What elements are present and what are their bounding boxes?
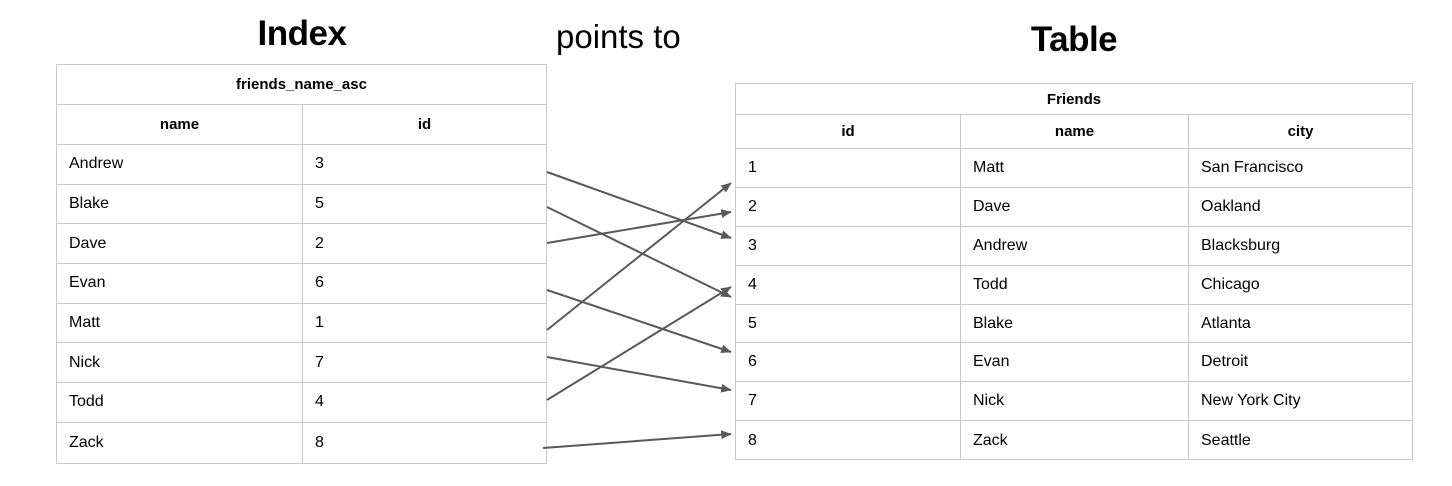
index-table-row: Andrew 3 (57, 145, 546, 185)
index-cell-id: 7 (315, 353, 324, 371)
pointer-arrow-zack (542, 430, 732, 449)
friends-cell-name: Dave (961, 187, 1189, 226)
friends-cell-city: New York City (1201, 392, 1301, 410)
index-cell-id: 8 (315, 433, 324, 451)
index-table-row: Evan 6 (57, 264, 546, 304)
pointer-arrow-evan (546, 289, 732, 354)
index-table-caption-row: friends_name_asc (57, 65, 546, 105)
pointer-arrow-matt (546, 182, 732, 331)
index-cell-id: 3 (315, 155, 324, 173)
friends-cell-id: 6 (736, 343, 961, 382)
friends-cell-city: Atlanta (1201, 314, 1251, 332)
index-table-row: Todd 4 (57, 383, 546, 423)
index-cell-name: Dave (57, 224, 303, 264)
friends-cell-id: 3 (736, 226, 961, 265)
index-cell-name: Evan (57, 264, 303, 303)
index-cell-id: 2 (315, 234, 324, 252)
index-cell-id: 5 (315, 195, 324, 213)
pointer-arrow-todd (546, 286, 732, 401)
index-cell-name: Nick (57, 343, 303, 383)
friends-cell-name: Todd (961, 265, 1189, 304)
index-section-title: Index (257, 14, 347, 53)
friends-cell-id: 7 (736, 382, 961, 421)
index-table-row: Dave 2 (57, 224, 546, 265)
friends-cell-name: Evan (961, 343, 1189, 382)
friends-column-header-name: name (961, 115, 1189, 148)
index-table-row: Matt 1 (57, 303, 546, 344)
friends-cell-city: Detroit (1201, 353, 1249, 371)
index-cell-id: 1 (315, 314, 324, 332)
table-section-title: Table (1030, 20, 1118, 59)
friends-cell-city: Oakland (1201, 197, 1261, 215)
pointer-arrow-andrew (546, 171, 732, 239)
index-cell-name: Matt (57, 303, 303, 343)
friends-table-caption: Friends (1046, 90, 1102, 108)
friends-cell-city: Seattle (1201, 431, 1251, 449)
index-cell-name: Andrew (57, 145, 303, 184)
friends-column-header-city: city (1287, 123, 1314, 140)
friends-cell-city: Chicago (1201, 275, 1260, 293)
friends-cell-id: 4 (736, 265, 961, 304)
index-cell-id: 6 (315, 274, 324, 292)
friends-cell-name: Zack (961, 421, 1189, 461)
index-cell-name: Zack (57, 422, 303, 463)
friends-cell-id: 1 (736, 149, 961, 187)
index-table-row: Zack 8 (57, 422, 546, 463)
pointer-arrow-nick (546, 356, 732, 393)
index-table-caption: friends_name_asc (236, 76, 367, 93)
friends-cell-name: Matt (961, 149, 1189, 187)
index-cell-name: Blake (57, 184, 303, 224)
index-cell-id: 4 (315, 393, 324, 411)
index-column-header-name: name (57, 105, 303, 144)
index-cell-name: Todd (57, 383, 303, 422)
pointer-arrow-dave (546, 209, 732, 244)
index-table-row: Blake 5 (57, 184, 546, 225)
friends-cell-name: Blake (961, 304, 1189, 343)
friends-cell-name: Nick (961, 382, 1189, 421)
index-table-header-row: name id (57, 105, 546, 145)
pointer-arrow-blake (546, 206, 732, 298)
friends-cell-city: Blacksburg (1201, 236, 1281, 254)
friends-table-caption-row: Friends (736, 84, 1412, 115)
index-table-row: Nick 7 (57, 343, 546, 384)
friends-cell-city: San Francisco (1201, 158, 1304, 176)
friends-cell-id: 5 (736, 304, 961, 343)
points-to-label: points to (556, 18, 681, 55)
friends-cell-name: Andrew (961, 226, 1189, 265)
friends-cell-id: 8 (736, 421, 961, 461)
index-column-header-id: id (417, 116, 432, 133)
friends-cell-id: 2 (736, 187, 961, 226)
friends-column-header-id: id (736, 115, 961, 148)
friends-table-header-row: id name city (736, 115, 1412, 149)
